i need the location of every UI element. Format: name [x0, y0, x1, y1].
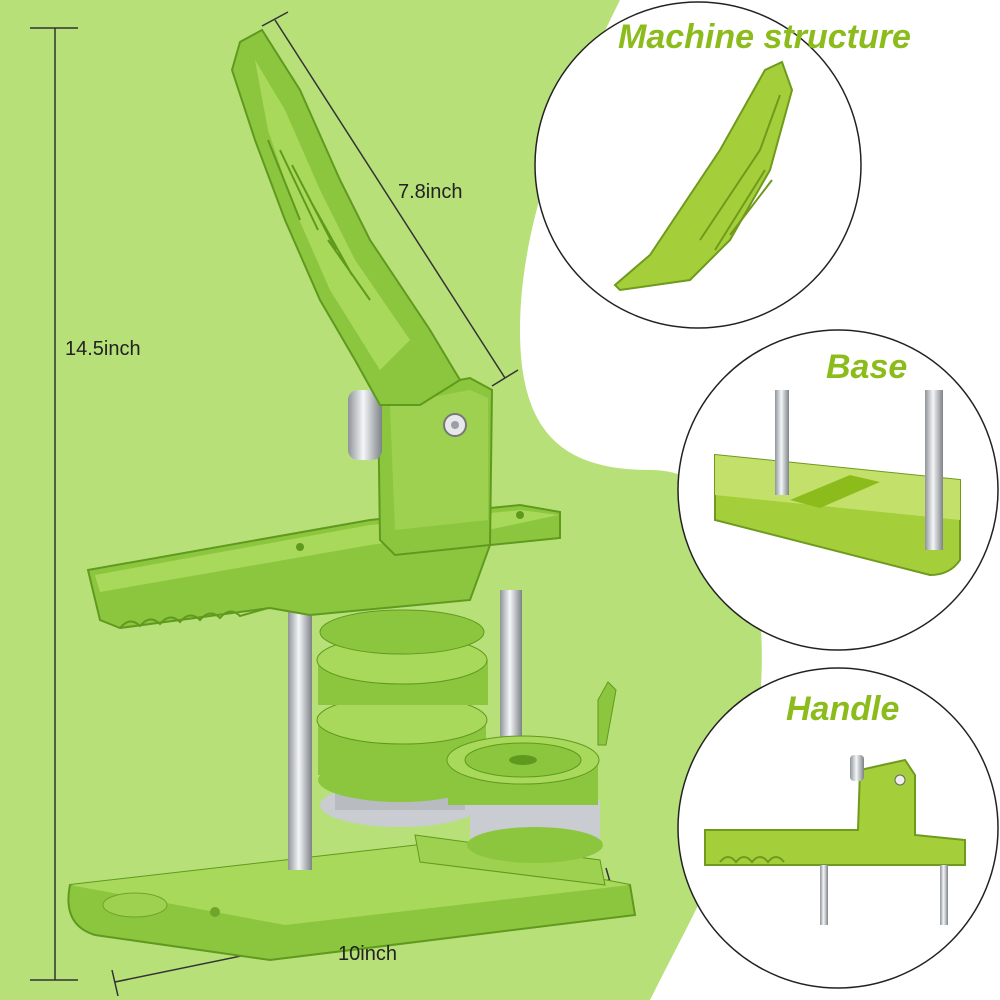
- callout-circle-2: [677, 329, 999, 651]
- machine-base-icon: [714, 390, 961, 577]
- callout-circle-3: [677, 667, 999, 989]
- callout-label-handle: Handle: [786, 690, 900, 728]
- callout-label-machine-structure: Machine structure: [618, 18, 911, 56]
- handle-length-label: 7.8inch: [398, 181, 463, 203]
- handle-length-dimension-line: [261, 11, 519, 387]
- height-label: 14.5inch: [65, 338, 141, 360]
- base-width-label: 10inch: [338, 943, 397, 965]
- height-dimension-line: [30, 27, 78, 981]
- press-arm-icon: [704, 755, 966, 925]
- button-press-machine: [67, 28, 637, 962]
- callout-label-base: Base: [826, 348, 908, 386]
- left-post: [288, 600, 312, 870]
- callout-circle-1: [534, 1, 862, 329]
- handle-lever-icon: [613, 60, 794, 292]
